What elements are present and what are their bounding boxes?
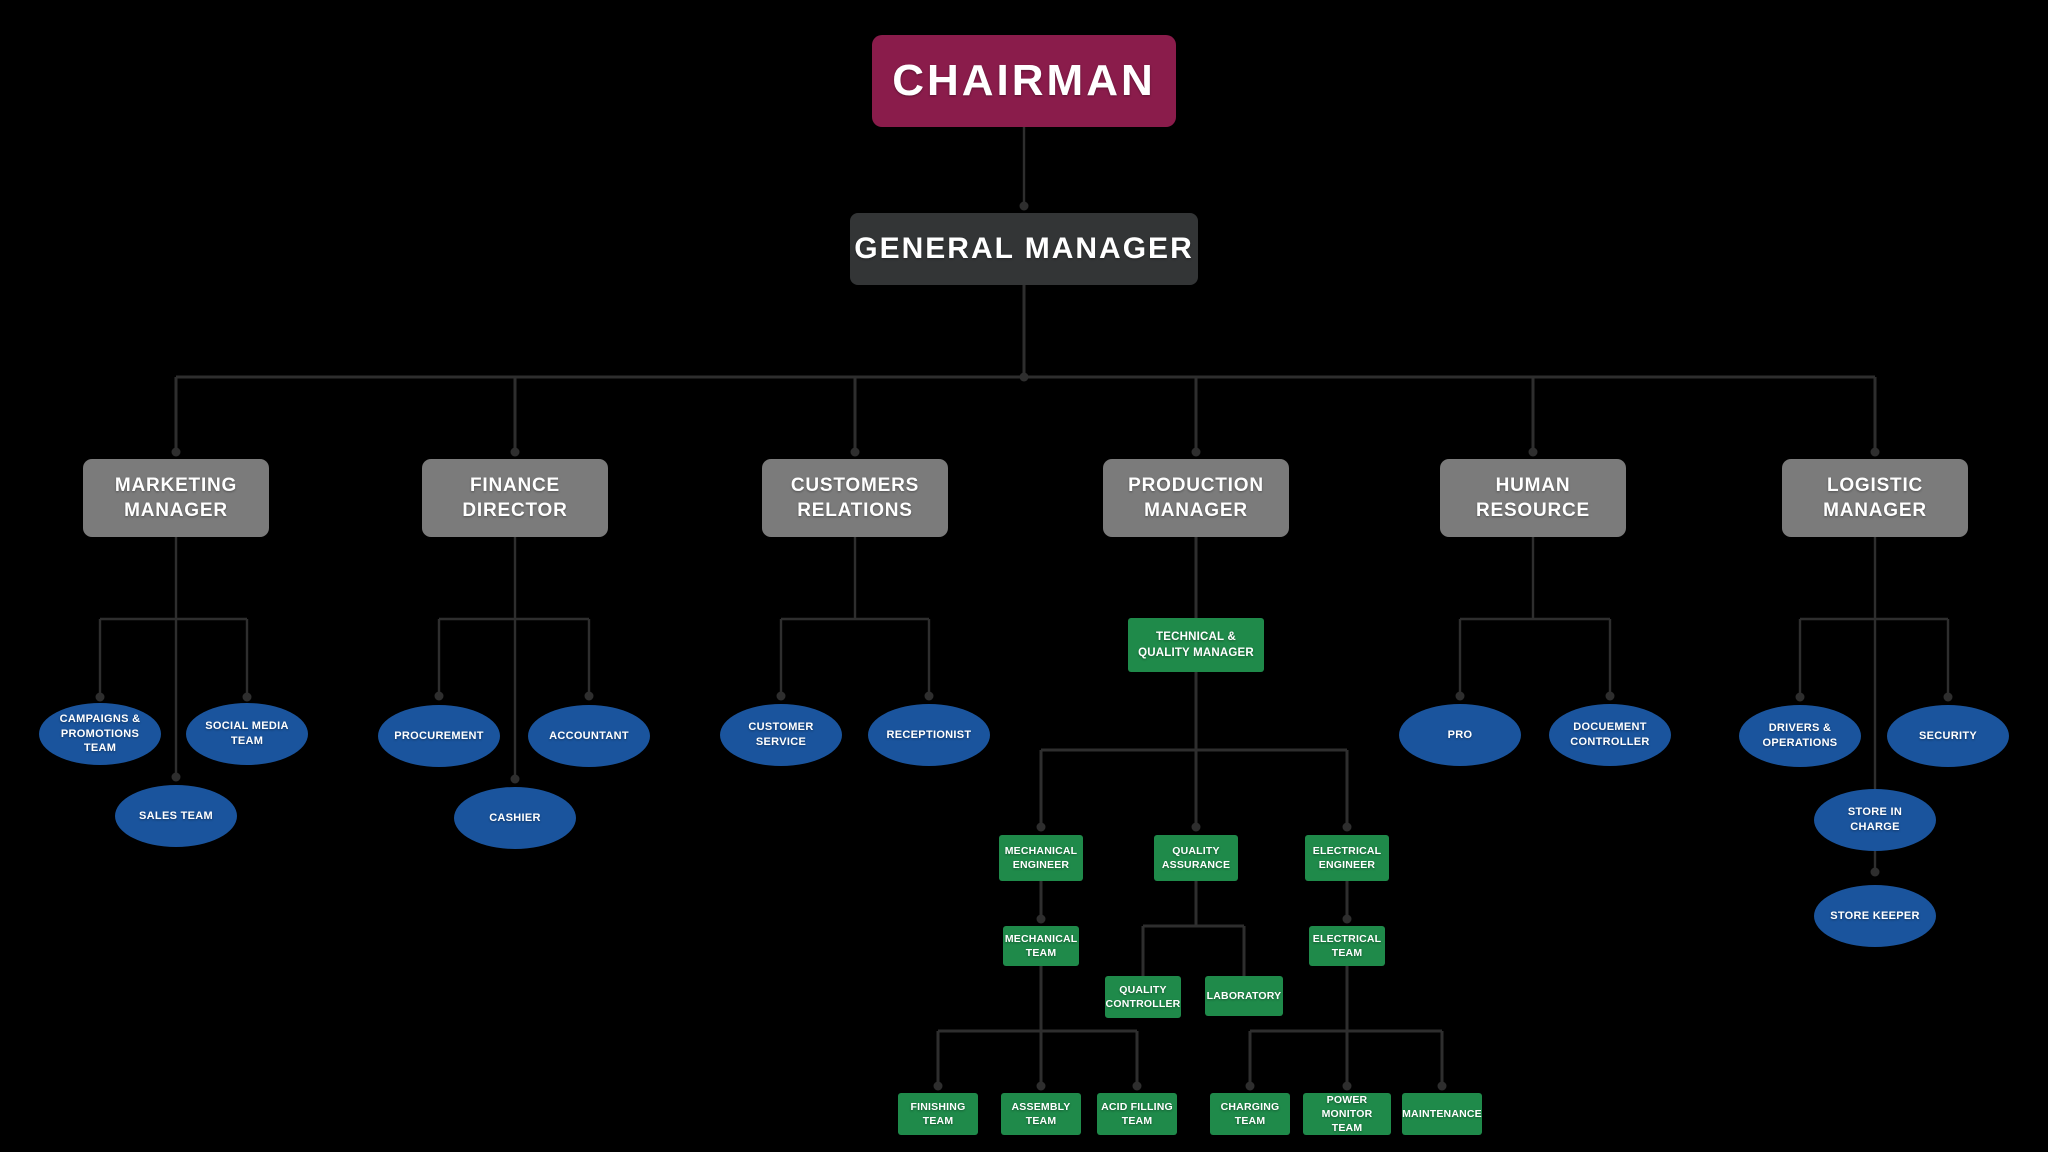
edge-gm-rail	[176, 285, 1875, 379]
node-store-keeper: STORE KEEPER	[1814, 885, 1936, 947]
node-label: MAINTENANCE	[1402, 1107, 1482, 1120]
node-label: LOGISTIC MANAGER	[1823, 474, 1927, 521]
node-label: DOCUEMENT CONTROLLER	[1570, 721, 1650, 748]
node-label: CHARGING TEAM	[1220, 1100, 1280, 1127]
node-label: SALES TEAM	[139, 809, 213, 822]
node-label: CAMPAIGNS & PROMOTIONS TEAM	[59, 712, 141, 755]
edge-marketing-branch	[98, 537, 249, 776]
node-logistic-manager: LOGISTIC MANAGER	[1782, 459, 1968, 537]
node-label: QUALITY CONTROLLER	[1105, 983, 1181, 1010]
edge-production-branch	[936, 537, 1444, 1085]
node-mechanical-team: MECHANICAL TEAM	[1003, 926, 1079, 966]
node-label: PRODUCTION MANAGER	[1128, 474, 1264, 521]
node-label: PROCUREMENT	[394, 729, 484, 742]
edge-hr-branch	[1458, 537, 1612, 695]
node-label: RECEPTIONIST	[886, 728, 972, 741]
edge-logistic-branch	[1798, 537, 1950, 871]
node-label: MECHANICAL TEAM	[1004, 932, 1078, 959]
node-finance-director: FINANCE DIRECTOR	[422, 459, 608, 537]
node-label: MECHANICAL ENGINEER	[1004, 844, 1078, 871]
node-sales-team: SALES TEAM	[115, 785, 237, 847]
node-label: ACID FILLING TEAM	[1101, 1100, 1173, 1127]
node-label: CUSTOMER SERVICE	[748, 721, 814, 748]
node-label: TECHNICAL & QUALITY MANAGER	[1138, 630, 1254, 659]
node-label: MARKETING MANAGER	[114, 474, 238, 521]
node-human-resource: HUMAN RESOURCE	[1440, 459, 1626, 537]
node-store-in-charge: STORE IN CHARGE	[1814, 789, 1936, 851]
node-finishing-team: FINISHING TEAM	[898, 1093, 978, 1135]
node-electrical-engineer: ELECTRICAL ENGINEER	[1305, 835, 1389, 881]
node-docuement-controller: DOCUEMENT CONTROLLER	[1549, 704, 1671, 766]
node-acid-filling-team: ACID FILLING TEAM	[1097, 1093, 1177, 1135]
node-quality-controller: QUALITY CONTROLLER	[1105, 976, 1181, 1018]
node-label: PRO	[1447, 728, 1473, 741]
node-marketing-manager: MARKETING MANAGER	[83, 459, 269, 537]
node-technical-quality-manager: TECHNICAL & QUALITY MANAGER	[1128, 618, 1264, 672]
node-production-manager: PRODUCTION MANAGER	[1103, 459, 1289, 537]
node-label: QUALITY ASSURANCE	[1161, 844, 1231, 871]
node-campaigns-promotions-team: CAMPAIGNS & PROMOTIONS TEAM	[39, 703, 161, 765]
node-label: FINISHING TEAM	[910, 1100, 966, 1127]
node-assembly-team: ASSEMBLY TEAM	[1001, 1093, 1081, 1135]
node-label: SOCIAL MEDIA TEAM	[205, 720, 289, 747]
edge-terminal-dots	[95, 201, 1953, 1091]
node-laboratory: LABORATORY	[1205, 976, 1283, 1016]
node-customer-service: CUSTOMER SERVICE	[720, 704, 842, 766]
node-drivers-operations: DRIVERS & OPERATIONS	[1739, 705, 1861, 767]
node-label: POWER MONITOR TEAM	[1321, 1093, 1373, 1135]
node-label: STORE KEEPER	[1830, 909, 1920, 922]
node-general-manager: GENERAL MANAGER	[850, 213, 1198, 285]
node-security: SECURITY	[1887, 705, 2009, 767]
node-label: LABORATORY	[1206, 989, 1282, 1002]
node-label: SECURITY	[1918, 729, 1978, 742]
node-pro: PRO	[1399, 704, 1521, 766]
node-label: CASHIER	[489, 811, 541, 824]
edge-manager-drops	[174, 377, 1877, 451]
node-social-media-team: SOCIAL MEDIA TEAM	[186, 703, 308, 765]
node-accountant: ACCOUNTANT	[528, 705, 650, 767]
node-customers-relations: CUSTOMERS RELATIONS	[762, 459, 948, 537]
node-quality-assurance: QUALITY ASSURANCE	[1154, 835, 1238, 881]
node-label: DRIVERS & OPERATIONS	[1762, 722, 1838, 749]
node-maintenance: MAINTENANCE	[1402, 1093, 1482, 1135]
edge-finance-branch	[437, 537, 591, 778]
node-label: ASSEMBLY TEAM	[1011, 1100, 1071, 1127]
node-power-monitor-team: POWER MONITOR TEAM	[1303, 1093, 1391, 1135]
node-receptionist: RECEPTIONIST	[868, 704, 990, 766]
node-label: CUSTOMERS RELATIONS	[790, 474, 920, 521]
node-chairman: CHAIRMAN	[872, 35, 1176, 127]
node-label: ELECTRICAL ENGINEER	[1312, 844, 1382, 871]
node-cashier: CASHIER	[454, 787, 576, 849]
node-electrical-team: ELECTRICAL TEAM	[1309, 926, 1385, 966]
node-label: HUMAN RESOURCE	[1475, 474, 1591, 521]
node-label: GENERAL MANAGER	[854, 232, 1194, 265]
node-label: ACCOUNTANT	[549, 729, 629, 742]
node-mechanical-engineer: MECHANICAL ENGINEER	[999, 835, 1083, 881]
node-label: FINANCE DIRECTOR	[462, 474, 568, 521]
node-charging-team: CHARGING TEAM	[1210, 1093, 1290, 1135]
node-label: ELECTRICAL TEAM	[1312, 932, 1382, 959]
node-label: CHAIRMAN	[892, 56, 1156, 105]
node-procurement: PROCUREMENT	[378, 705, 500, 767]
edge-customers-branch	[779, 537, 931, 695]
node-label: STORE IN CHARGE	[1847, 806, 1903, 833]
